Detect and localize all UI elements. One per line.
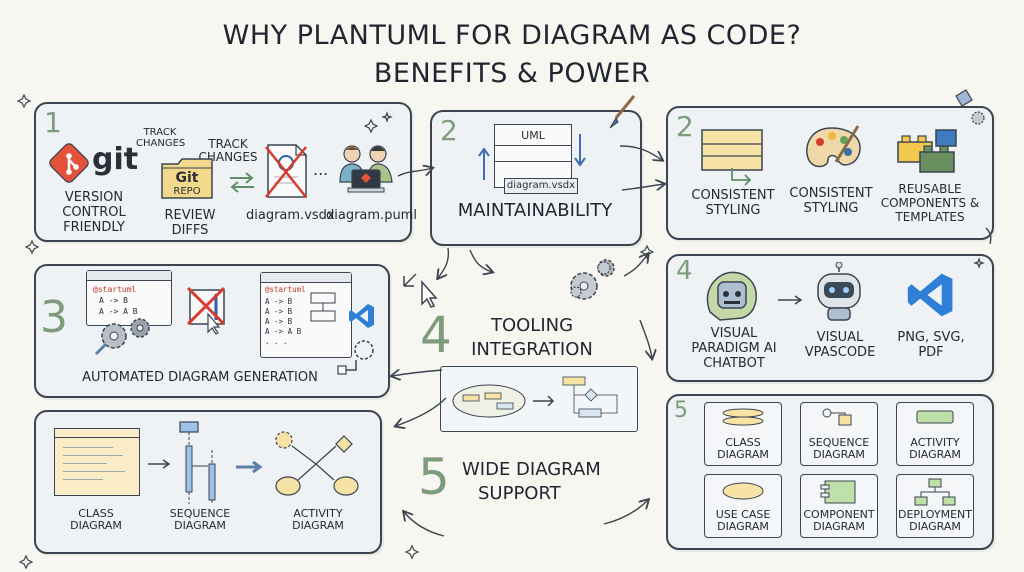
code-line: A -> B	[265, 317, 293, 326]
component-diagram-card: COMPONENT DIAGRAM	[800, 474, 878, 538]
panel-number: 2	[676, 110, 694, 143]
plug-icon	[337, 340, 374, 375]
diagram-type-label: ACTIVITY DIAGRAM	[909, 436, 961, 461]
check-arrow-icon	[731, 168, 752, 186]
diagram-type-label: USE CASE DIAGRAM	[715, 508, 771, 533]
code-line: @startuml	[93, 285, 137, 294]
code-line: A -> A B	[265, 327, 302, 336]
sync-arrows-icon	[230, 172, 254, 193]
tooling-label: INTEGRATION	[471, 339, 593, 360]
robot-icon	[706, 271, 757, 321]
class-diagram-card: CLASS DIAGRAM	[704, 402, 782, 466]
code-window: @startuml A -> B A -> A B	[86, 270, 172, 326]
version-control-label: VERSION CONTROL FRIENDLY	[62, 190, 126, 235]
ellipsis-text: ...	[313, 160, 329, 179]
panel-number: 2	[440, 114, 458, 147]
file-tag: diagram.vsdx	[504, 178, 578, 194]
down-arrow-icon	[574, 134, 586, 167]
integration-item-label: PNG, SVG, PDF	[897, 330, 965, 360]
track-changes-label: TRACK CHANGES	[136, 127, 186, 149]
crossed-out-app-icon	[186, 286, 226, 335]
activity-diagram-card: ACTIVITY DIAGRAM	[896, 402, 974, 466]
uml-document: UML	[494, 124, 572, 188]
cursor-icon	[403, 273, 438, 308]
crossed-out-file-icon	[265, 144, 307, 198]
arrow-right-icon	[778, 295, 803, 305]
code-line: @startuml	[265, 285, 306, 294]
arrow-right-icon	[236, 460, 263, 474]
up-arrow-icon	[478, 147, 490, 180]
diagram-type-label: CLASS DIAGRAM	[70, 507, 122, 532]
tooling-label: TOOLING	[490, 315, 574, 336]
panel-number: 3	[40, 292, 68, 343]
git-logo-icon	[49, 143, 89, 183]
file-puml-label: diagram.puml	[326, 208, 417, 223]
gears-icon	[570, 259, 615, 300]
code-line: . . .	[265, 337, 288, 346]
lego-blocks-icon	[897, 129, 957, 173]
automation-label: AUTOMATED DIAGRAM GENERATION	[82, 370, 318, 385]
activity-diagram-thumb	[275, 431, 359, 496]
code-line: A -> B	[265, 297, 293, 306]
diagram-type-label: DEPLOYMENT DIAGRAM	[898, 508, 972, 533]
style-sheet-icon	[701, 129, 763, 171]
page-subtitle: BENEFITS & POWER	[373, 58, 651, 89]
consistency-item-label: CONSISTENT STYLING	[691, 188, 775, 218]
repo-git-text: Git	[175, 170, 199, 186]
paintbrush-icon	[609, 95, 636, 129]
sequence-diagram-thumb	[179, 421, 216, 504]
team-laptop-icon	[339, 145, 393, 193]
review-diffs-label: REVIEW DIFFS	[164, 208, 216, 238]
palette-icon	[806, 125, 861, 168]
diagram-type-label: SEQUENCE DIAGRAM	[169, 507, 231, 532]
panel-number: 5	[674, 398, 688, 423]
diagram-type-label: CLASS DIAGRAM	[717, 436, 769, 461]
integration-item-label: VISUAL VPasCode	[804, 330, 876, 360]
consistency-item-label: CONSISTENT STYLING	[789, 186, 873, 216]
panel-number: 1	[44, 106, 62, 139]
maintainability-label: MAINTAINABILITY	[457, 200, 613, 221]
sequence-diagram-card: SEQUENCE DIAGRAM	[800, 402, 878, 466]
git-repo-folder: Git REPO	[160, 156, 214, 200]
wide-support-label: SUPPORT	[478, 483, 561, 504]
robot-head-icon	[817, 262, 861, 321]
code-window: @startuml A -> B A -> B A -> B A -> A B …	[260, 272, 352, 358]
diagram-type-label: SEQUENCE DIAGRAM	[808, 436, 870, 461]
code-line: A -> B	[99, 296, 128, 305]
use-case-diagram-card: USE CASE DIAGRAM	[704, 474, 782, 538]
diagram-type-label: COMPONENT DIAGRAM	[803, 508, 875, 533]
file-vsdx-label: diagram.vsdx	[246, 208, 335, 223]
deployment-diagram-card: DEPLOYMENT DIAGRAM	[896, 474, 974, 538]
git-wordmark: git	[92, 142, 139, 177]
arrow-right-icon	[148, 459, 171, 469]
code-line: A -> B	[265, 307, 293, 316]
code-line: A -> A B	[99, 307, 138, 316]
tooling-preview	[440, 366, 638, 432]
gears-icon	[94, 318, 150, 356]
track-changes-label-2: TRACK CHANGES	[198, 137, 258, 164]
wide-support-number: 5	[418, 448, 450, 506]
diagram-type-label: ACTIVITY DIAGRAM	[292, 507, 344, 532]
wide-support-label: WIDE DIAGRAM	[462, 459, 601, 480]
integration-item-label: VISUAL PARADIGM AI CHATBOT	[691, 326, 777, 371]
consistency-item-label: REUSABLE COMPONENTS & TEMPLATES	[880, 182, 980, 224]
vscode-icon	[349, 304, 374, 328]
tooling-number: 4	[420, 306, 452, 364]
uml-label: UML	[521, 129, 545, 142]
page-title: WHY PLANTUML FOR DIAGRAM AS CODE?	[222, 20, 802, 51]
class-diagram-thumb	[54, 428, 140, 496]
repo-text: REPO	[173, 186, 201, 197]
panel-number: 4	[676, 256, 693, 286]
vscode-icon	[907, 273, 953, 317]
